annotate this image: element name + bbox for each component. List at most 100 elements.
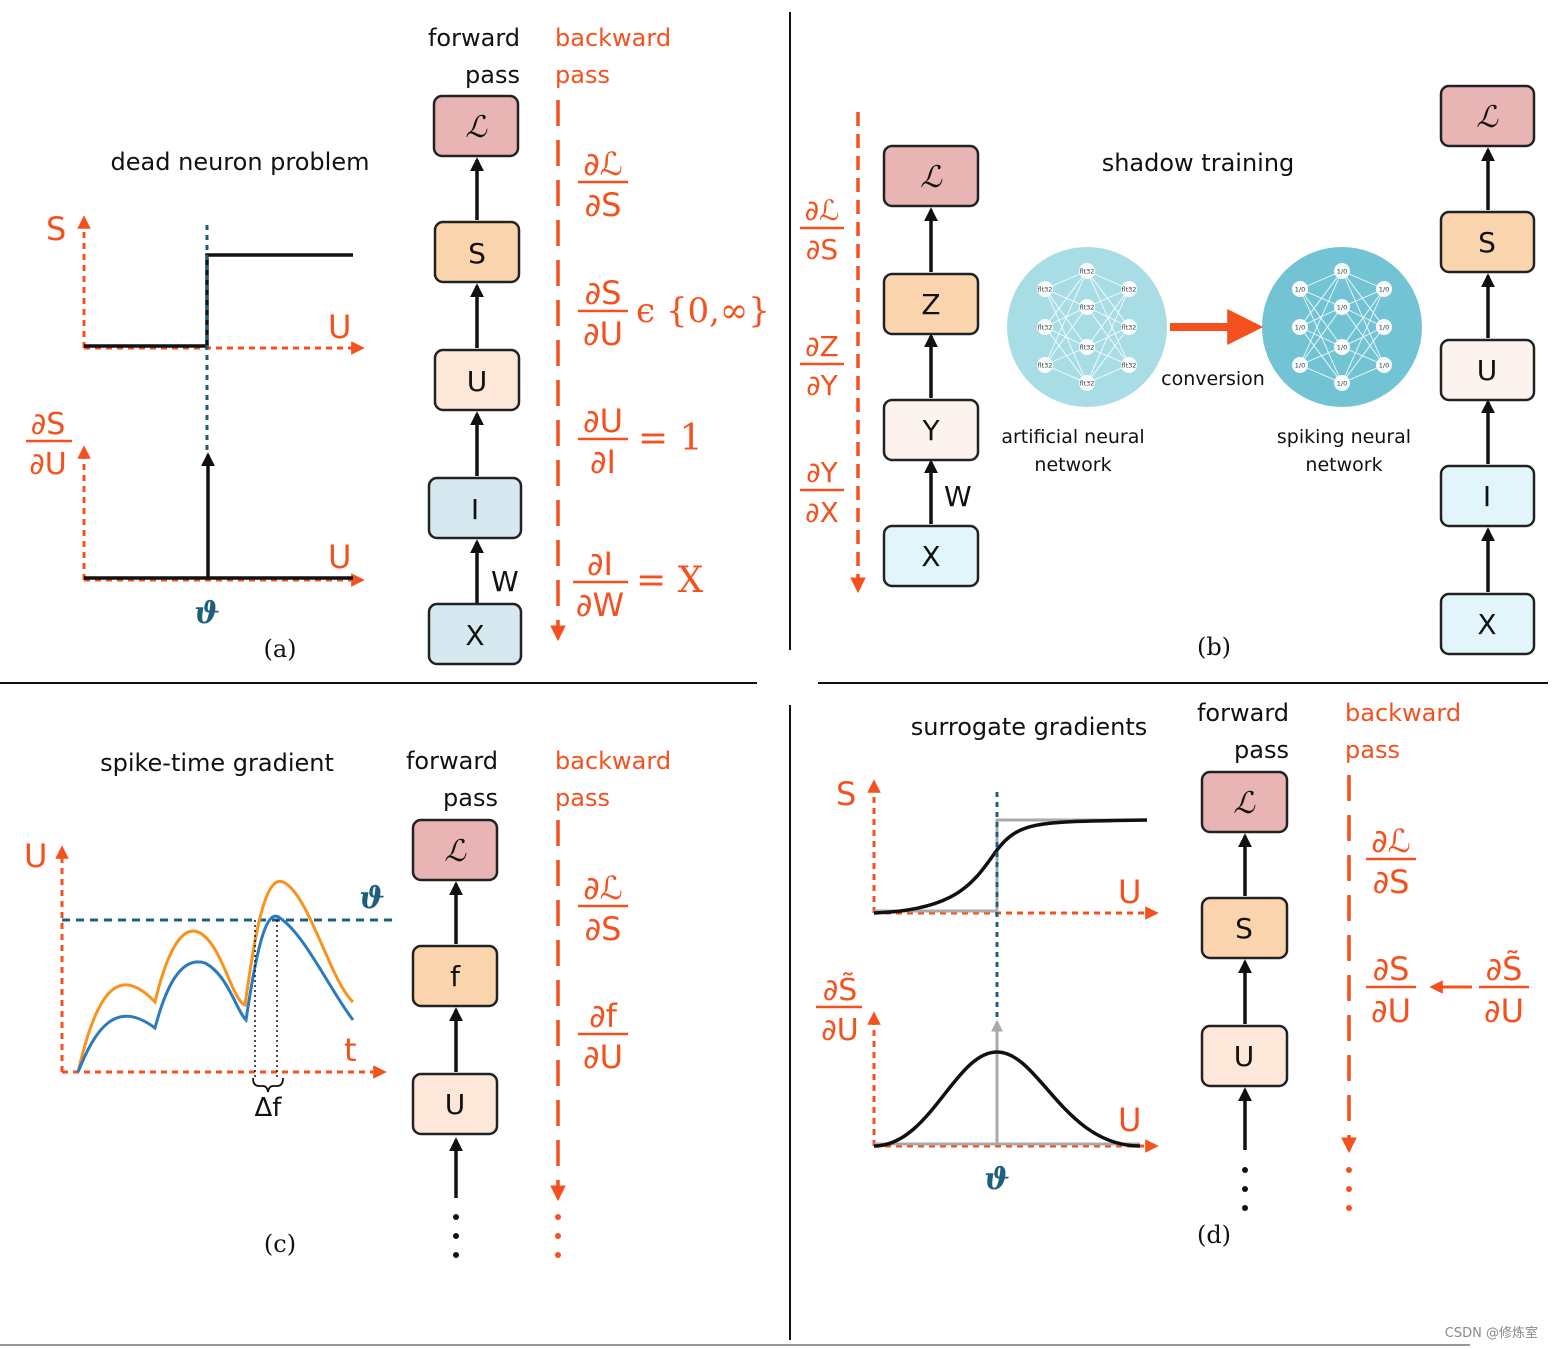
- svg-text:∂I: ∂I: [590, 443, 616, 481]
- svg-text:∂W: ∂W: [576, 586, 624, 624]
- forward-pass-label-2: pass: [443, 784, 498, 812]
- snn-network-icon: 1/01/01/01/01/01/01/01/01/01/0: [1262, 247, 1422, 407]
- svg-text:U: U: [467, 365, 488, 398]
- delta-label: Δf: [255, 1093, 283, 1123]
- network-neuron: [1121, 357, 1137, 373]
- panel-b-gradients: ∂ℒ ∂S ∂Z ∂Y ∂Y ∂X: [800, 194, 844, 529]
- svg-text:∂Y: ∂Y: [806, 456, 838, 489]
- svg-text:∂ℒ: ∂ℒ: [583, 869, 623, 907]
- svg-text:= 1: = 1: [638, 418, 703, 459]
- panel-a-gradients: ∂ℒ ∂S ∂S ∂U ϵ {0,∞} ∂U ∂I = 1 ∂I ∂W = X: [573, 145, 770, 624]
- panel-b-title: shadow training: [1102, 149, 1295, 177]
- backward-pass-label-2: pass: [555, 61, 610, 89]
- axis-label-num: ∂S̃: [823, 973, 858, 1008]
- network-connection: [1044, 270, 1088, 328]
- panel-d-gradients: ∂ℒ ∂S ∂S ∂U ∂S̃ ∂U: [1366, 822, 1529, 1030]
- node-x: X: [882, 524, 980, 588]
- svg-text:∂ℒ: ∂ℒ: [583, 145, 623, 183]
- axis-label-s: S: [46, 210, 66, 248]
- network-neuron-label: flt32: [1080, 344, 1095, 352]
- node-spike: S: [1200, 896, 1289, 960]
- delta-brace: [252, 1077, 284, 1093]
- axis-label-u: U: [328, 308, 351, 346]
- network-neuron: [1037, 357, 1053, 373]
- network-neuron: [1292, 319, 1308, 335]
- backward-dots: [555, 1214, 561, 1258]
- node-loss: ℒ: [411, 818, 499, 882]
- svg-text:∂S: ∂S: [1373, 950, 1410, 988]
- surrogate-derivative: [873, 1050, 1141, 1148]
- network-connection: [1044, 306, 1088, 366]
- svg-text:∂S: ∂S: [806, 233, 838, 266]
- svg-text:∂U: ∂U: [583, 402, 623, 440]
- svg-text:∂S: ∂S: [585, 910, 622, 948]
- network-neuron-label: flt32: [1122, 324, 1137, 332]
- svg-text:U: U: [1477, 354, 1498, 387]
- backward-pass-label-2: pass: [1345, 736, 1400, 764]
- network-neuron: [1376, 281, 1392, 297]
- svg-text:ℒ: ℒ: [920, 160, 943, 195]
- panel-a-title: dead neuron problem: [111, 148, 370, 176]
- svg-text:∂U: ∂U: [583, 315, 623, 353]
- panel-c-potential-plot: Δf U t ϑ: [24, 837, 392, 1123]
- node-potential: U: [1200, 1024, 1289, 1088]
- network-connection: [1299, 270, 1343, 328]
- network-neuron: [1334, 299, 1350, 315]
- network-neuron: [1037, 281, 1053, 297]
- grad-dl-ds: ∂ℒ ∂S: [1366, 822, 1416, 901]
- ann-label-1: artificial neural: [1001, 426, 1144, 448]
- network-neuron: [1376, 319, 1392, 335]
- network-neuron-label: flt32: [1122, 362, 1137, 370]
- svg-text:ℒ: ℒ: [1476, 100, 1499, 135]
- network-neuron-label: flt32: [1038, 362, 1053, 370]
- network-neuron-label: flt32: [1080, 268, 1095, 276]
- svg-text:ϵ {0,∞}: ϵ {0,∞}: [636, 291, 770, 331]
- node-y: Y: [882, 398, 980, 462]
- svg-text:∂S: ∂S: [1373, 863, 1410, 901]
- grad-dl-ds: ∂ℒ ∂S: [578, 145, 628, 224]
- svg-text:X: X: [465, 619, 484, 652]
- svg-text:∂ℒ: ∂ℒ: [1371, 822, 1411, 860]
- panel-c-gradients: ∂ℒ ∂S ∂f ∂U: [578, 869, 628, 1076]
- node-spike: S: [433, 220, 521, 284]
- network-connection: [1299, 306, 1343, 366]
- svg-text:U: U: [445, 1088, 466, 1121]
- axis-label-u: U: [1118, 873, 1141, 911]
- network-neuron-label: 1/0: [1337, 380, 1347, 388]
- axis-label-u: U: [24, 837, 47, 875]
- svg-text:U: U: [1234, 1040, 1255, 1073]
- panel-b-caption: (b): [1197, 633, 1231, 661]
- network-neuron: [1334, 263, 1350, 279]
- network-neuron-label: 1/0: [1379, 286, 1389, 294]
- network-connection: [1086, 288, 1130, 348]
- svg-text:∂ℒ: ∂ℒ: [805, 194, 840, 227]
- svg-text:ℒ: ℒ: [444, 834, 467, 869]
- panel-c-graph: ℒ f U: [411, 818, 499, 1258]
- svg-text:= X: = X: [636, 560, 704, 601]
- grad-ds-du: ∂S ∂U ϵ {0,∞}: [578, 274, 770, 353]
- axis-label-den: ∂U: [29, 447, 66, 482]
- network-neuron: [1376, 357, 1392, 373]
- axis-label-den: ∂U: [821, 1013, 858, 1048]
- node-input: X: [1439, 592, 1536, 656]
- network-connection: [1086, 288, 1130, 384]
- svg-text:S: S: [1235, 912, 1253, 945]
- network-neuron-label: flt32: [1080, 304, 1095, 312]
- network-connection: [1299, 326, 1343, 384]
- axis-label-u: U: [1118, 1101, 1141, 1139]
- axis-label-s: S: [836, 775, 856, 813]
- network-neuron: [1334, 375, 1350, 391]
- weight-label: W: [944, 480, 972, 513]
- svg-text:∂I: ∂I: [587, 545, 613, 583]
- panel-a-step-plot: S U: [46, 210, 365, 355]
- node-loss: ℒ: [882, 144, 980, 208]
- svg-text:I: I: [1483, 480, 1491, 513]
- grad-df-du: ∂f ∂U: [578, 997, 628, 1076]
- panel-c: spike-time gradient Δf U t ϑ forward pas…: [24, 747, 671, 1258]
- node-loss: ℒ: [432, 94, 520, 158]
- heaviside-step: [874, 818, 1147, 913]
- network-connection: [1341, 288, 1385, 348]
- svg-text:∂Y: ∂Y: [806, 369, 838, 402]
- network-neuron: [1334, 339, 1350, 355]
- network-neuron: [1292, 281, 1308, 297]
